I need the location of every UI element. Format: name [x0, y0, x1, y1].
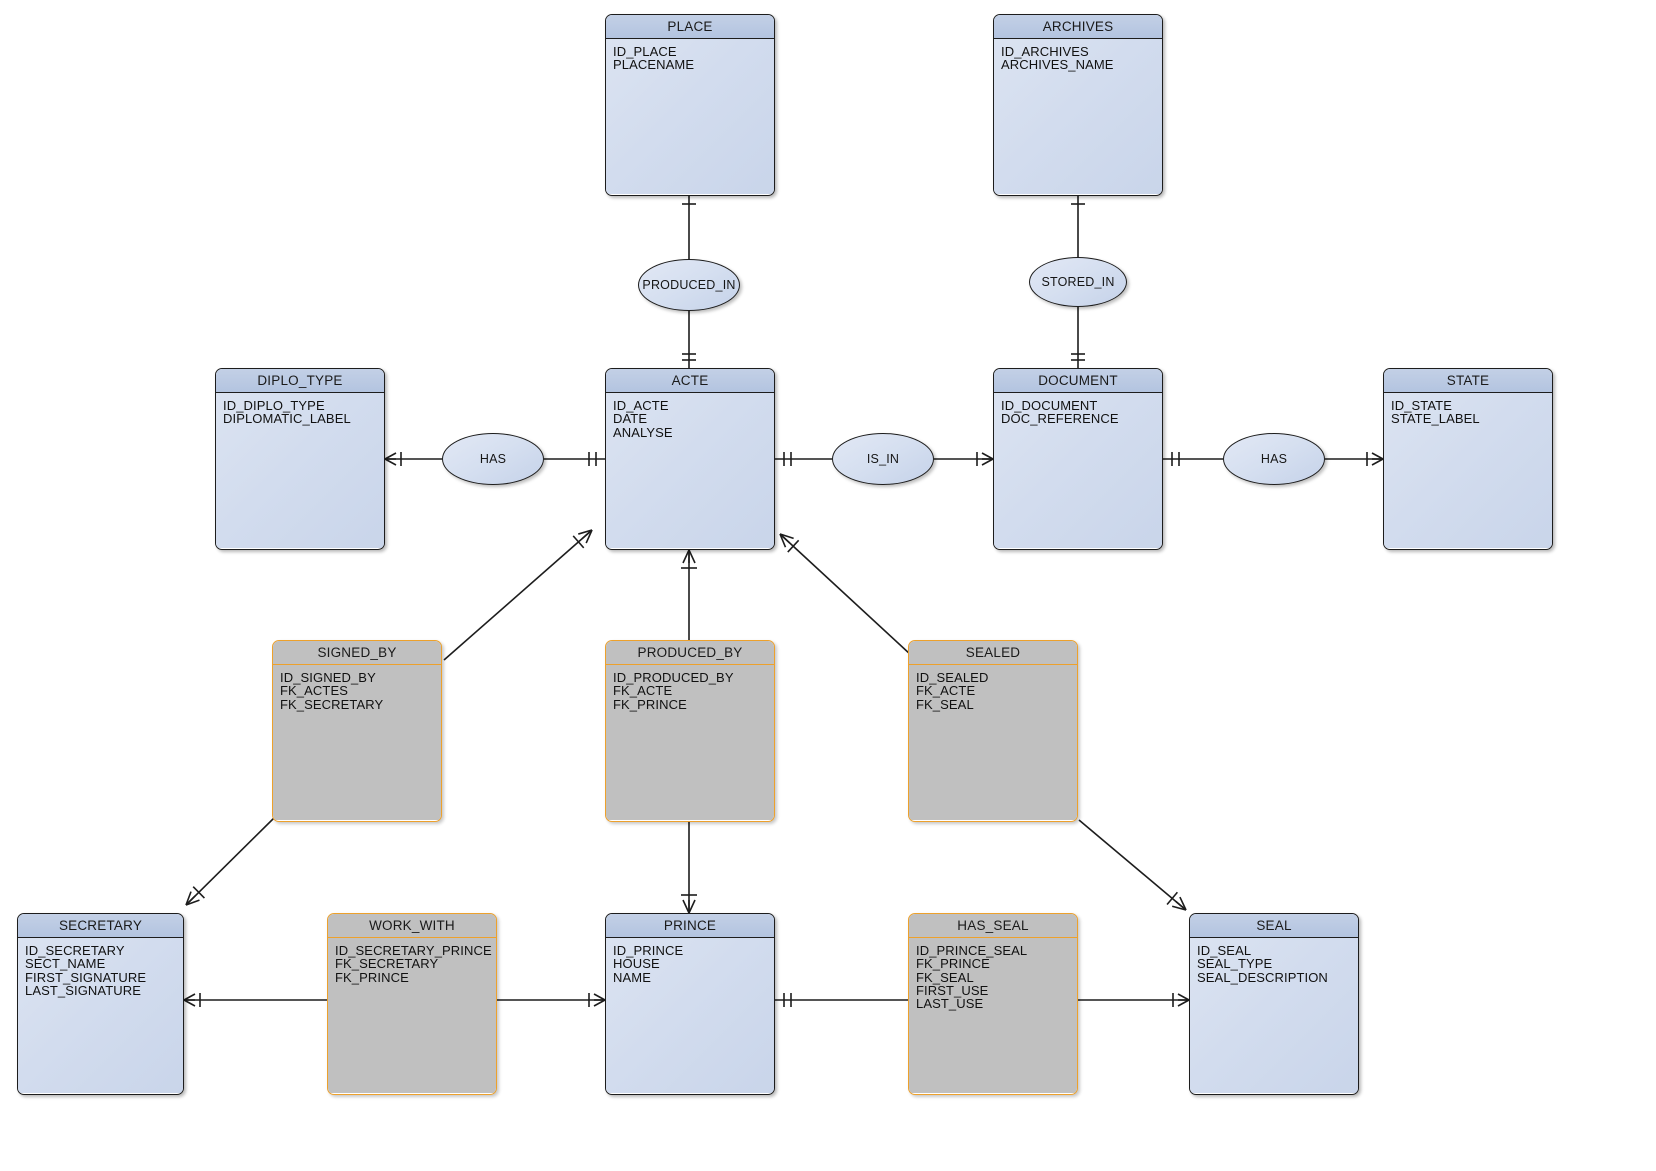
entity-title-diplo_type: DIPLO_TYPE: [216, 369, 384, 393]
attribute: ID_PLACE: [613, 44, 677, 59]
entity-title-work_with: WORK_WITH: [328, 914, 496, 938]
attribute: NAME: [613, 969, 651, 985]
attribute: DATE: [613, 411, 648, 427]
attribute: FK_PRINCE: [916, 956, 990, 972]
attribute: ID_ACTE: [613, 398, 669, 413]
attribute: ID_SECRETARY_PRINCE: [335, 943, 492, 958]
attribute: ID_DIPLO_TYPE: [223, 398, 325, 413]
attribute: ID_DOCUMENT: [1001, 398, 1098, 413]
attribute: FIRST_SIGNATURE: [25, 969, 147, 985]
attribute: ID_STATE: [1391, 398, 1452, 413]
attribute: FK_SEAL: [916, 696, 974, 712]
attribute: FK_SECRETARY: [335, 956, 439, 972]
entity-title-produced_by: PRODUCED_BY: [606, 641, 774, 665]
attribute: LAST_USE: [916, 996, 984, 1012]
attribute: ARCHIVES_NAME: [1001, 57, 1114, 73]
attribute: DOC_REFERENCE: [1001, 411, 1119, 427]
attribute: FIRST_USE: [916, 982, 989, 998]
attribute: SECT_NAME: [25, 956, 106, 972]
relationship-is_in[interactable]: IS_IN: [832, 433, 934, 485]
attribute: FK_SEAL: [916, 969, 974, 985]
relationship-has_diplo[interactable]: HAS: [442, 433, 544, 485]
entity-title-place: PLACE: [606, 15, 774, 39]
attribute: FK_PRINCE: [613, 696, 687, 712]
entity-title-document: DOCUMENT: [994, 369, 1162, 393]
attribute: DIPLOMATIC_LABEL: [223, 411, 351, 427]
attribute: FK_PRINCE: [335, 969, 409, 985]
relationship-stored_in[interactable]: STORED_IN: [1029, 257, 1127, 307]
attribute: STATE_LABEL: [1391, 411, 1480, 427]
attribute: ID_SECRETARY: [25, 943, 125, 958]
entity-title-prince: PRINCE: [606, 914, 774, 938]
attribute: ID_SEAL: [1197, 943, 1252, 958]
attribute: FK_ACTE: [916, 683, 976, 699]
entity-title-signed_by: SIGNED_BY: [273, 641, 441, 665]
attribute: SEAL_TYPE: [1197, 956, 1273, 972]
attribute: FK_ACTES: [280, 683, 348, 699]
attribute: FK_ACTE: [613, 683, 673, 699]
entity-title-archives: ARCHIVES: [994, 15, 1162, 39]
attribute: LAST_SIGNATURE: [25, 982, 142, 998]
attribute: ID_PRINCE_SEAL: [916, 943, 1028, 958]
attribute: ID_PRINCE: [613, 943, 684, 958]
relationship-produced_in[interactable]: PRODUCED_IN: [638, 259, 740, 311]
entity-title-acte: ACTE: [606, 369, 774, 393]
attribute: ANALYSE: [613, 424, 673, 440]
entity-title-has_seal: HAS_SEAL: [909, 914, 1077, 938]
attribute: ID_SEALED: [916, 670, 989, 685]
attribute: ID_PRODUCED_BY: [613, 670, 734, 685]
attribute: ID_SIGNED_BY: [280, 670, 376, 685]
attribute: SEAL_DESCRIPTION: [1197, 969, 1328, 985]
attribute: HOUSE: [613, 956, 660, 972]
relationship-has_state[interactable]: HAS: [1223, 433, 1325, 485]
entity-title-secretary: SECRETARY: [18, 914, 183, 938]
attribute: ID_ARCHIVES: [1001, 44, 1089, 59]
entity-title-state: STATE: [1384, 369, 1552, 393]
attribute: PLACENAME: [613, 57, 695, 73]
entity-title-seal: SEAL: [1190, 914, 1358, 938]
entity-title-sealed: SEALED: [909, 641, 1077, 665]
attribute: FK_SECRETARY: [280, 696, 384, 712]
